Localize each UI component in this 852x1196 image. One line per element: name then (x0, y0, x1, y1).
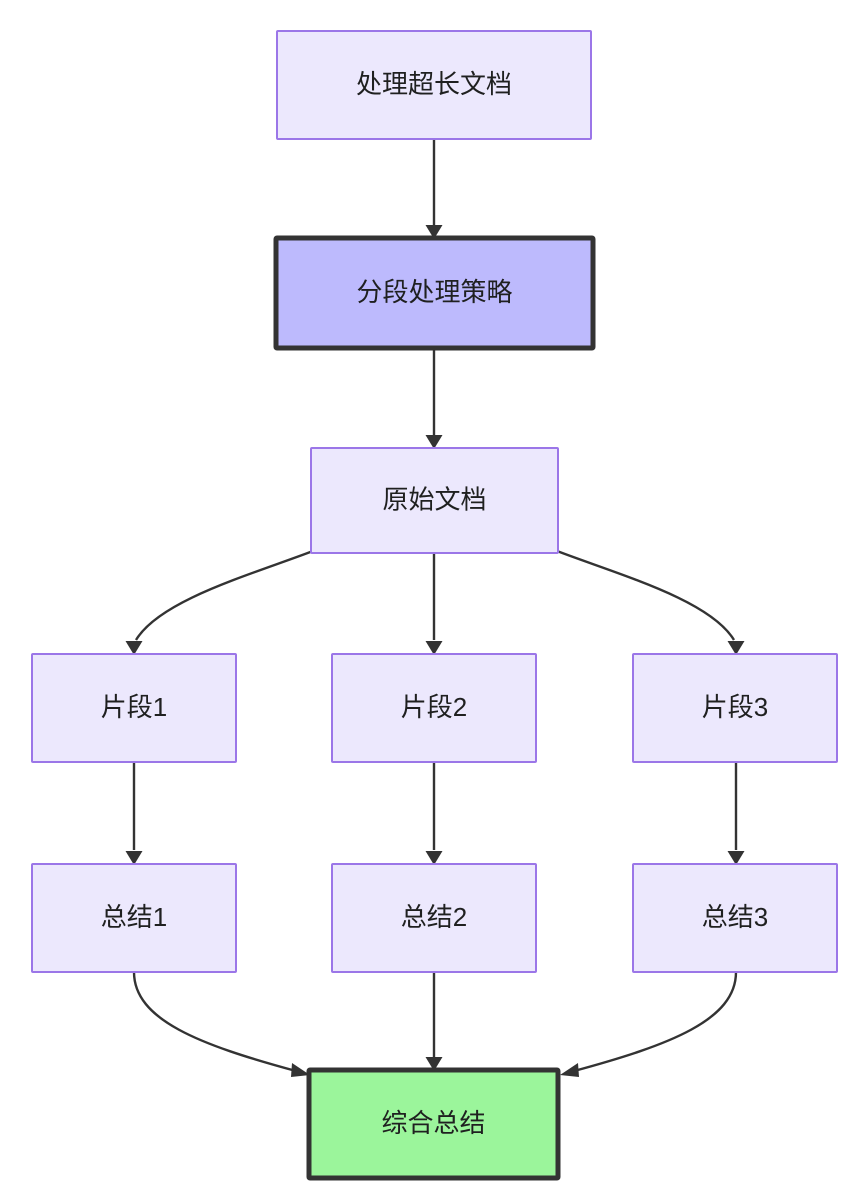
node-label: 总结1 (101, 902, 167, 932)
node-box[interactable] (31, 863, 237, 973)
edge-layer (125, 139, 745, 1077)
node-box[interactable] (273, 235, 596, 351)
node-label: 处理超长文档 (356, 69, 512, 99)
arrowhead-icon (425, 641, 443, 655)
edge-n-process-long-doc-to-n-chunk-strategy (425, 139, 443, 239)
arrowhead-icon (425, 851, 443, 865)
arrowhead-icon (125, 851, 143, 865)
edge-n-fragment-1-to-n-summary-1 (125, 762, 143, 865)
node-label: 片段2 (401, 692, 467, 722)
node-box[interactable] (331, 863, 537, 973)
edge-n-fragment-3-to-n-summary-3 (727, 762, 745, 865)
node-box[interactable] (310, 447, 559, 554)
node-label: 综合总结 (381, 1108, 485, 1138)
node-fragment-2[interactable]: 片段2 (331, 653, 537, 763)
node-label: 分段处理策略 (356, 277, 512, 307)
node-fragment-3[interactable]: 片段3 (632, 653, 838, 763)
node-box[interactable] (632, 653, 838, 763)
edge-n-summary-2-to-n-final-summary (425, 972, 443, 1071)
arrowhead-icon (291, 1063, 310, 1077)
node-label: 总结3 (702, 902, 768, 932)
edge-n-summary-3-to-n-final-summary (560, 971, 738, 1077)
node-box[interactable] (306, 1067, 561, 1181)
node-final-summary[interactable]: 综合总结 (306, 1067, 561, 1181)
node-box[interactable] (276, 30, 592, 140)
arrowhead-icon (425, 435, 443, 449)
node-chunking-strategy[interactable]: 分段处理策略 (273, 235, 596, 351)
node-fragment-1[interactable]: 片段1 (31, 653, 237, 763)
node-box[interactable] (31, 653, 237, 763)
node-summary-3[interactable]: 总结3 (632, 863, 838, 973)
node-original-document[interactable]: 原始文档 (310, 447, 559, 554)
edge-line (134, 549, 314, 641)
edge-n-summary-1-to-n-final-summary (132, 971, 310, 1077)
arrowhead-icon (560, 1063, 579, 1077)
edge-line (573, 971, 738, 1073)
edge-n-original-doc-to-n-fragment-2 (425, 553, 443, 655)
edge-line (132, 971, 297, 1073)
node-summary-1[interactable]: 总结1 (31, 863, 237, 973)
edge-n-original-doc-to-n-fragment-3 (556, 549, 745, 655)
arrowhead-icon (125, 641, 143, 655)
node-process-long-document[interactable]: 处理超长文档 (276, 30, 592, 140)
edge-n-fragment-2-to-n-summary-2 (425, 762, 443, 865)
node-label: 原始文档 (382, 484, 486, 514)
node-label: 片段3 (702, 692, 768, 722)
arrowhead-icon (727, 641, 745, 655)
node-box[interactable] (331, 653, 537, 763)
node-label: 总结2 (401, 902, 467, 932)
node-box[interactable] (632, 863, 838, 973)
arrowhead-icon (425, 1057, 443, 1071)
edge-n-chunk-strategy-to-n-original-doc (425, 348, 443, 449)
edge-line (556, 549, 736, 641)
arrowhead-icon (727, 851, 745, 865)
node-summary-2[interactable]: 总结2 (331, 863, 537, 973)
edge-n-original-doc-to-n-fragment-1 (125, 549, 314, 655)
node-label: 片段1 (101, 692, 167, 722)
arrowhead-icon (425, 225, 443, 239)
